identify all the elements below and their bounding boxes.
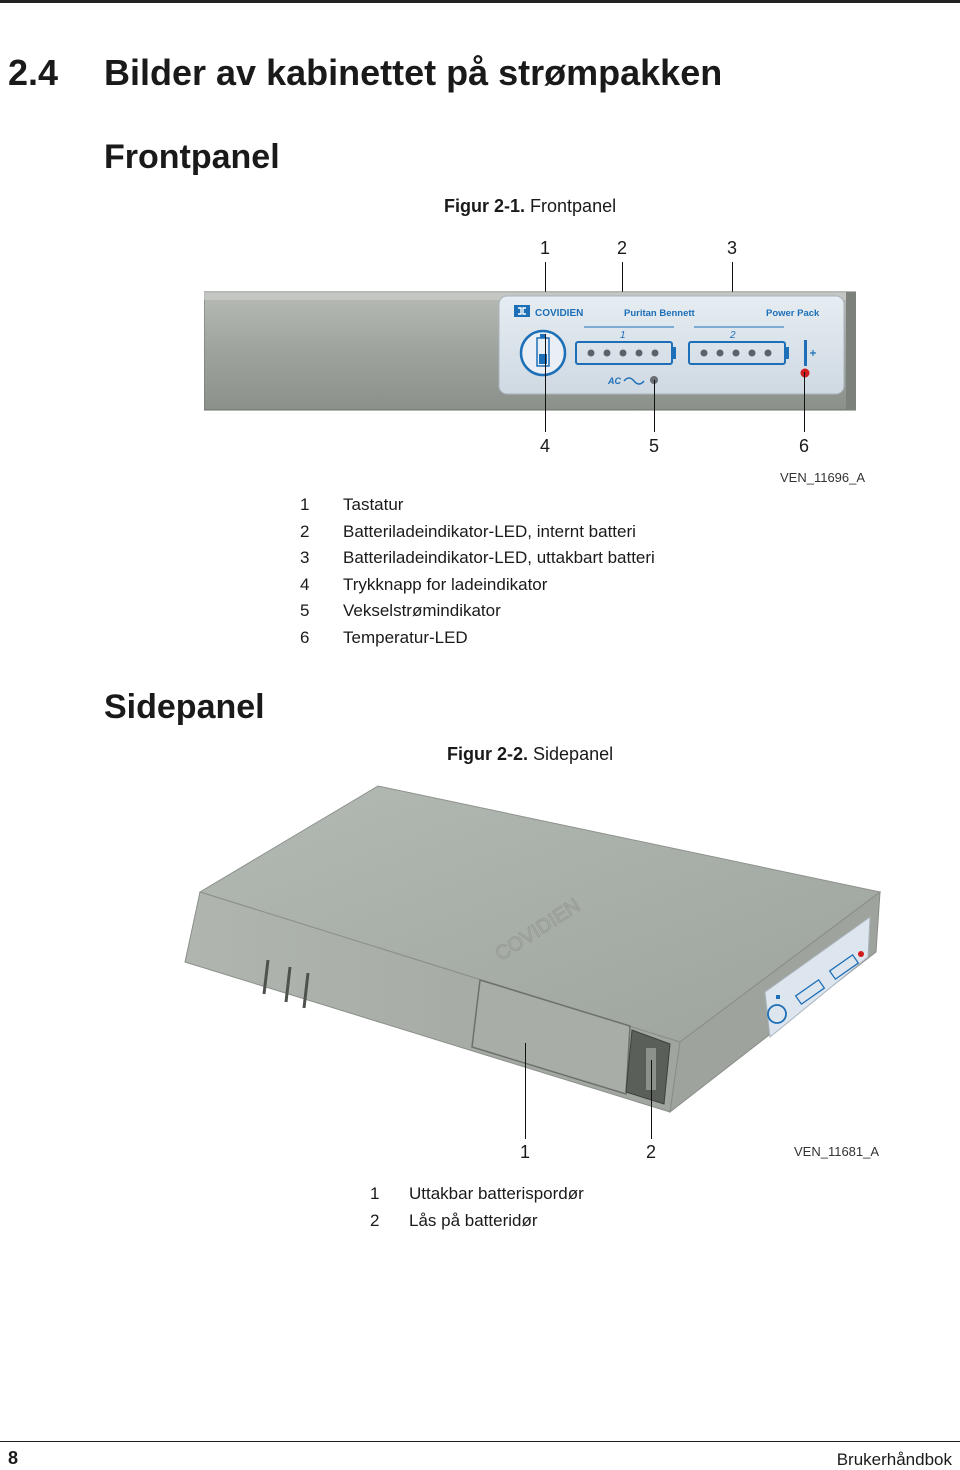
leader-line-side-1 (525, 1043, 526, 1139)
leader-line-6 (804, 372, 805, 432)
figure-2-2-caption: Figur 2-2. Sidepanel (447, 744, 613, 765)
panel-brand: COVIDIEN (535, 308, 583, 319)
section-title: Bilder av kabinettet på strømpakken (104, 52, 723, 93)
callout-4: 4 (539, 436, 551, 456)
figure-title: Frontpanel (530, 196, 617, 216)
figure-2-1-image-code: VEN_11696_A (780, 470, 866, 485)
top-rule (0, 0, 960, 3)
covidien-logo-icon (514, 305, 530, 317)
vent-slot (262, 959, 270, 995)
battery-2-label: 2 (729, 330, 736, 341)
figure-title: Sidepanel (533, 744, 614, 764)
temperature-led (800, 368, 810, 378)
callout-3: 3 (726, 238, 738, 258)
figure-2-1-caption: Figur 2-1. Frontpanel (444, 196, 616, 217)
front-panel-image: COVIDIEN Puritan Bennett Power Pack 1 2 … (204, 291, 856, 411)
footer-rule (0, 1441, 960, 1442)
document-title: Brukerhåndbok (836, 1450, 952, 1469)
callout-6: 6 (798, 436, 810, 456)
ac-wave-icon (623, 377, 645, 385)
section-number: 2.4 (8, 52, 59, 93)
side-panel-heading: Sidepanel (104, 688, 265, 726)
callout-side-1: 1 (519, 1142, 531, 1162)
figure-2-2-image-code: VEN_11681_A (794, 1144, 880, 1159)
charge-indicator-button[interactable] (519, 329, 567, 377)
leader-line-side-2 (651, 1060, 652, 1139)
vent-slot (302, 972, 310, 1009)
callout-2: 2 (616, 238, 628, 258)
ac-label: AC (607, 376, 621, 386)
panel-model: Power Pack (766, 308, 820, 319)
battery-1-label: 1 (620, 330, 626, 341)
figure-label: Figur 2-2. (447, 744, 529, 764)
vent-slot (284, 966, 292, 1003)
callout-side-2: 2 (645, 1142, 657, 1162)
figure-label: Figur 2-1. (444, 196, 526, 216)
side-panel-image: COVIDIEN (184, 785, 882, 1114)
callout-5: 5 (648, 436, 660, 456)
page-number: 8 (8, 1448, 19, 1468)
removable-battery-door[interactable] (471, 979, 631, 1095)
leader-line-5 (654, 380, 655, 432)
panel-product: Puritan Bennett (624, 308, 696, 319)
callout-1: 1 (539, 238, 551, 258)
front-panel-heading: Frontpanel (104, 138, 280, 176)
leader-line-4 (545, 334, 546, 432)
thermometer-icon (804, 340, 807, 366)
